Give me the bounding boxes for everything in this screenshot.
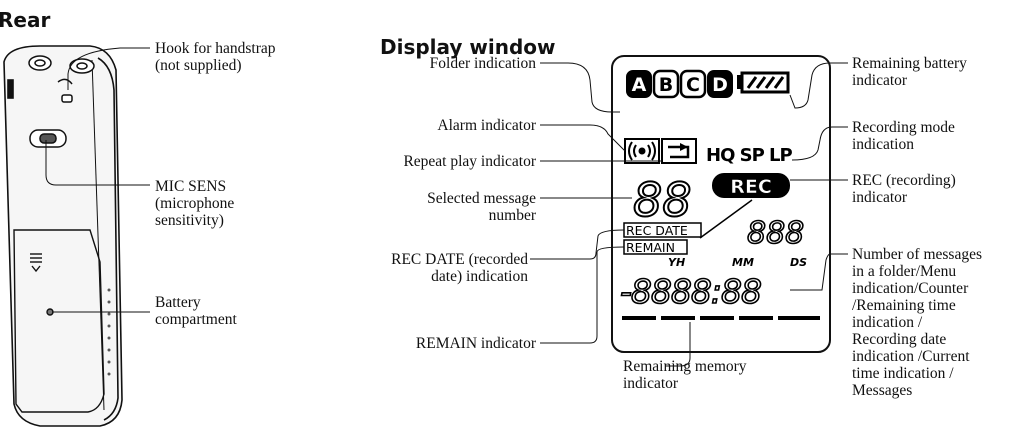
mic-sens-switch	[29, 129, 67, 148]
label-line: Messages	[852, 382, 913, 399]
battery-compartment-part	[13, 229, 105, 413]
label-folder-indication: Folder indication	[429, 55, 536, 72]
svg-text:REMAIN: REMAIN	[626, 240, 675, 255]
remain-badge: REMAIN	[623, 239, 688, 255]
label-line: indicator	[623, 375, 679, 392]
folder-b: B	[659, 74, 673, 96]
label-line: /Remaining time	[852, 297, 956, 314]
label-repeat-play-indicator: Repeat play indicator	[403, 153, 536, 170]
unit-ds: DS	[790, 256, 807, 269]
label-line: Selected message	[427, 190, 536, 207]
folder-a: A	[632, 74, 647, 96]
label-line: sensitivity)	[155, 212, 224, 229]
label-line: number	[488, 207, 536, 224]
label-line: indicator	[852, 72, 908, 89]
rear-leader-lines	[45, 47, 150, 313]
label-rec-indicator: REC (recording) indicator	[852, 172, 956, 206]
label-line: indication /Current	[852, 348, 970, 365]
label-mic-sens: MIC SENS (microphone sensitivity)	[155, 178, 234, 229]
lcd-frame	[611, 55, 831, 353]
unit-mm: MM	[732, 256, 754, 269]
display-window-heading: Display window	[380, 35, 556, 59]
label-line: Remaining battery	[852, 55, 967, 72]
grip-dots	[107, 288, 111, 376]
rec-badge: REC	[712, 173, 790, 198]
label-line: (microphone	[155, 195, 235, 212]
repeat-play-icon	[661, 138, 697, 164]
label-selected-message-number: Selected message number	[427, 190, 536, 224]
label-line: Recording date	[852, 331, 947, 348]
label-line: MIC SENS	[155, 178, 227, 195]
label-remaining-battery: Remaining battery indicator	[852, 55, 967, 89]
label-line: Number of messages	[852, 246, 982, 263]
label-line: Hook for handstrap	[155, 40, 276, 57]
label-number-of-messages: Number of messages in a folder/Menu indi…	[852, 246, 982, 399]
label-line: compartment	[155, 311, 237, 328]
rear-heading: Rear	[0, 8, 51, 32]
label-line: indication/Counter	[852, 280, 969, 297]
folder-counter-digits: 888	[747, 216, 804, 251]
hook-for-handstrap-part	[28, 55, 95, 103]
folder-d: D	[712, 74, 728, 96]
label-line: Remaining memory	[623, 358, 747, 375]
label-line: date) indication	[431, 268, 528, 285]
rec-mode-text: HQ SP LP	[706, 145, 793, 166]
folder-c: C	[686, 74, 700, 96]
recorder-rear-body	[3, 45, 123, 427]
svg-text:REC: REC	[730, 176, 772, 198]
label-line: Battery	[155, 294, 201, 311]
label-line: time indication /	[852, 365, 954, 382]
label-recording-mode: Recording mode indication	[852, 119, 955, 153]
label-line: in a folder/Menu	[852, 263, 957, 280]
label-line: Recording mode	[852, 119, 955, 136]
lcd-divider	[699, 199, 753, 239]
label-alarm-indicator: Alarm indicator	[437, 117, 536, 134]
label-line: REC (recording)	[852, 172, 956, 189]
folder-indicators: A B C D	[626, 69, 733, 99]
main-counter-digits: -8888:88	[620, 272, 761, 311]
unit-yh: YH	[668, 256, 685, 269]
battery-icon	[737, 71, 790, 94]
label-battery-compartment: Battery compartment	[155, 294, 237, 328]
message-number-digits: 88	[633, 173, 692, 227]
label-line: indication	[852, 136, 914, 153]
label-line: indicator	[852, 189, 908, 206]
label-line: (not supplied)	[155, 57, 242, 74]
label-line: indication /	[852, 314, 923, 331]
display-leader-lines	[530, 62, 848, 367]
label-rec-date-indication: REC DATE (recorded date) indication	[391, 251, 528, 285]
rec-date-badge: REC DATE	[623, 222, 702, 238]
label-remain-indicator: REMAIN indicator	[415, 335, 536, 352]
label-remaining-memory: Remaining memory indicator	[623, 358, 747, 392]
label-line: REC DATE (recorded	[391, 251, 528, 268]
alarm-icon	[624, 138, 660, 164]
label-hook-for-handstrap: Hook for handstrap (not supplied)	[155, 40, 276, 74]
svg-text:REC DATE: REC DATE	[626, 223, 688, 238]
unit-labels: YH MM DS	[668, 256, 807, 269]
